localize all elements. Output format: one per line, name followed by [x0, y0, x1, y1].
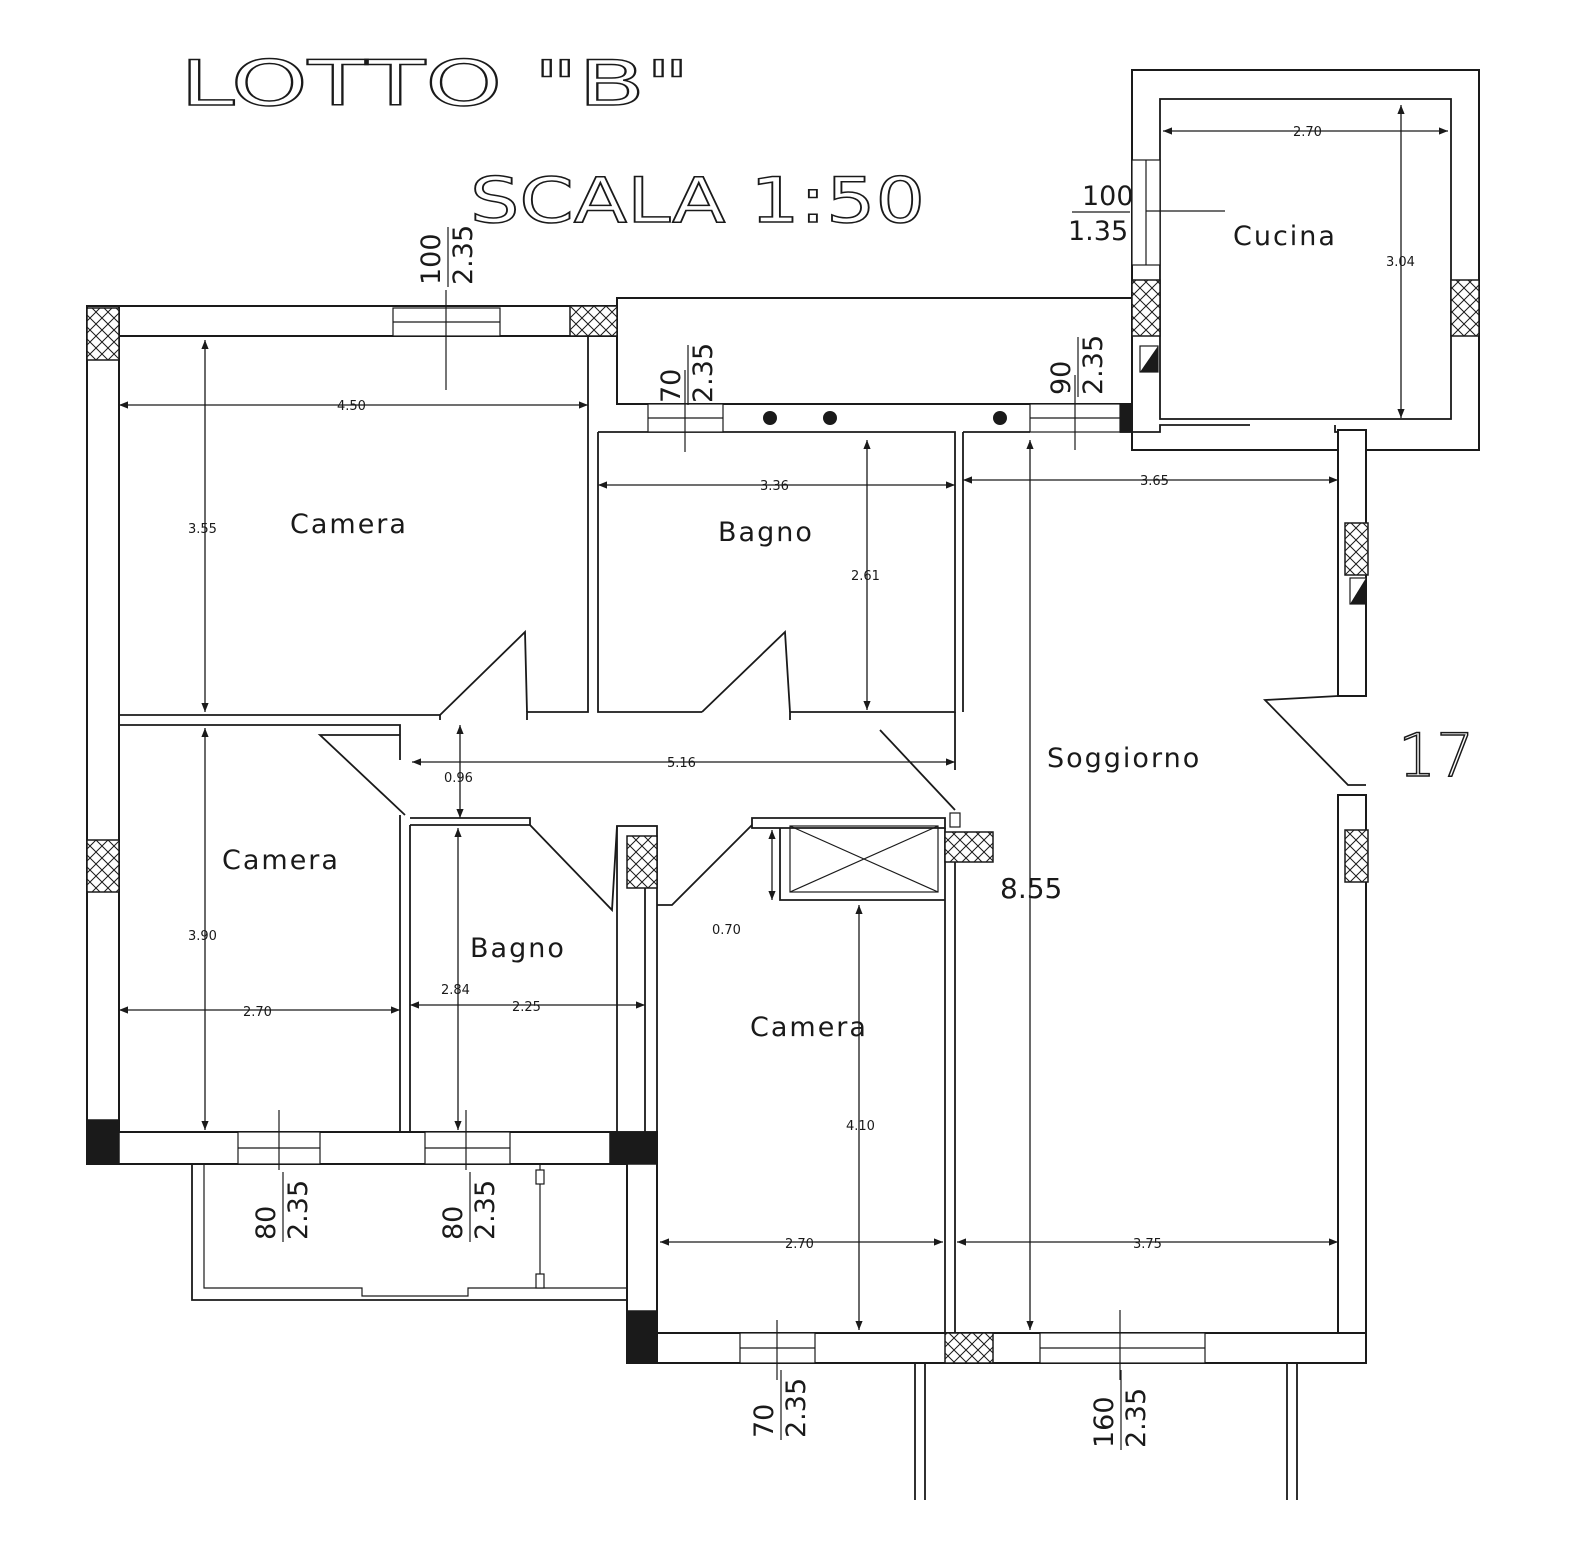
- dimension-lines: [119, 105, 1448, 1380]
- dim-camera-top-height: 3.55: [188, 522, 217, 537]
- dim-bagno-bottom-width: 2.25: [512, 1000, 541, 1015]
- window-6-height: 2.35: [470, 1180, 501, 1240]
- window-5-height: 2.35: [283, 1180, 314, 1240]
- window-2-height: 2.35: [688, 343, 719, 403]
- dim-camera-mid-height: 3.90: [188, 929, 217, 944]
- window-1-width: 100: [416, 233, 447, 285]
- window-8-width: 160: [1089, 1396, 1120, 1448]
- room-label-cucina: Cucina: [1233, 221, 1337, 252]
- dim-cucina-height: 3.04: [1386, 255, 1415, 270]
- room-label-bagno-bottom: Bagno: [470, 933, 566, 964]
- window-1-height: 2.35: [448, 225, 479, 285]
- window-4-height: 1.35: [1068, 216, 1128, 247]
- window-7-height: 2.35: [781, 1378, 812, 1438]
- window-2-width: 70: [656, 369, 687, 403]
- room-label-soggiorno: Soggiorno: [1047, 743, 1201, 774]
- dim-closet-depth: 0.70: [712, 923, 741, 938]
- window-6-width: 80: [438, 1206, 469, 1240]
- room-label-camera-bottom: Camera: [750, 1012, 868, 1043]
- window-4-width: 100: [1082, 181, 1134, 212]
- window-3-width: 90: [1046, 361, 1077, 395]
- dim-corridor-width: 0.96: [444, 771, 473, 786]
- room-label-camera-top: Camera: [290, 509, 408, 540]
- window-labels: 100 2.35 70 2.35 90 2.35 100 1.35 80 2.3…: [251, 181, 1152, 1450]
- dim-bagno-top-width: 3.36: [760, 479, 789, 494]
- window-3-height: 2.35: [1078, 335, 1109, 395]
- dim-camera-bottom-width: 2.70: [785, 1237, 814, 1252]
- unit-number: 17: [1398, 721, 1474, 791]
- window-8-height: 2.35: [1121, 1388, 1152, 1448]
- dim-soggiorno-top-width: 3.65: [1140, 474, 1169, 489]
- dimension-labels: 4.50 3.55 3.36 2.61 3.65 2.70 3.04 5.16 …: [188, 125, 1415, 1252]
- dim-soggiorno-bottom-width: 3.75: [1133, 1237, 1162, 1252]
- dim-camera-bottom-height: 4.10: [846, 1119, 875, 1134]
- room-label-bagno-top: Bagno: [718, 517, 814, 548]
- dim-bagno-bottom-height: 2.84: [441, 983, 470, 998]
- dim-soggiorno-height: 8.55: [1000, 872, 1062, 905]
- dim-corridor-length: 5.16: [667, 756, 696, 771]
- dim-bagno-top-height: 2.61: [851, 569, 880, 584]
- dim-camera-mid-width: 2.70: [243, 1005, 272, 1020]
- window-5-width: 80: [251, 1206, 282, 1240]
- room-label-camera-mid: Camera: [222, 845, 340, 876]
- plan-scale: SCALA 1:50: [470, 164, 925, 237]
- dim-camera-top-width: 4.50: [337, 399, 366, 414]
- window-frames: [237, 159, 1206, 1364]
- plan-title: LOTTO "B": [180, 47, 690, 120]
- window-7-width: 70: [749, 1404, 780, 1438]
- dim-cucina-width: 2.70: [1293, 125, 1322, 140]
